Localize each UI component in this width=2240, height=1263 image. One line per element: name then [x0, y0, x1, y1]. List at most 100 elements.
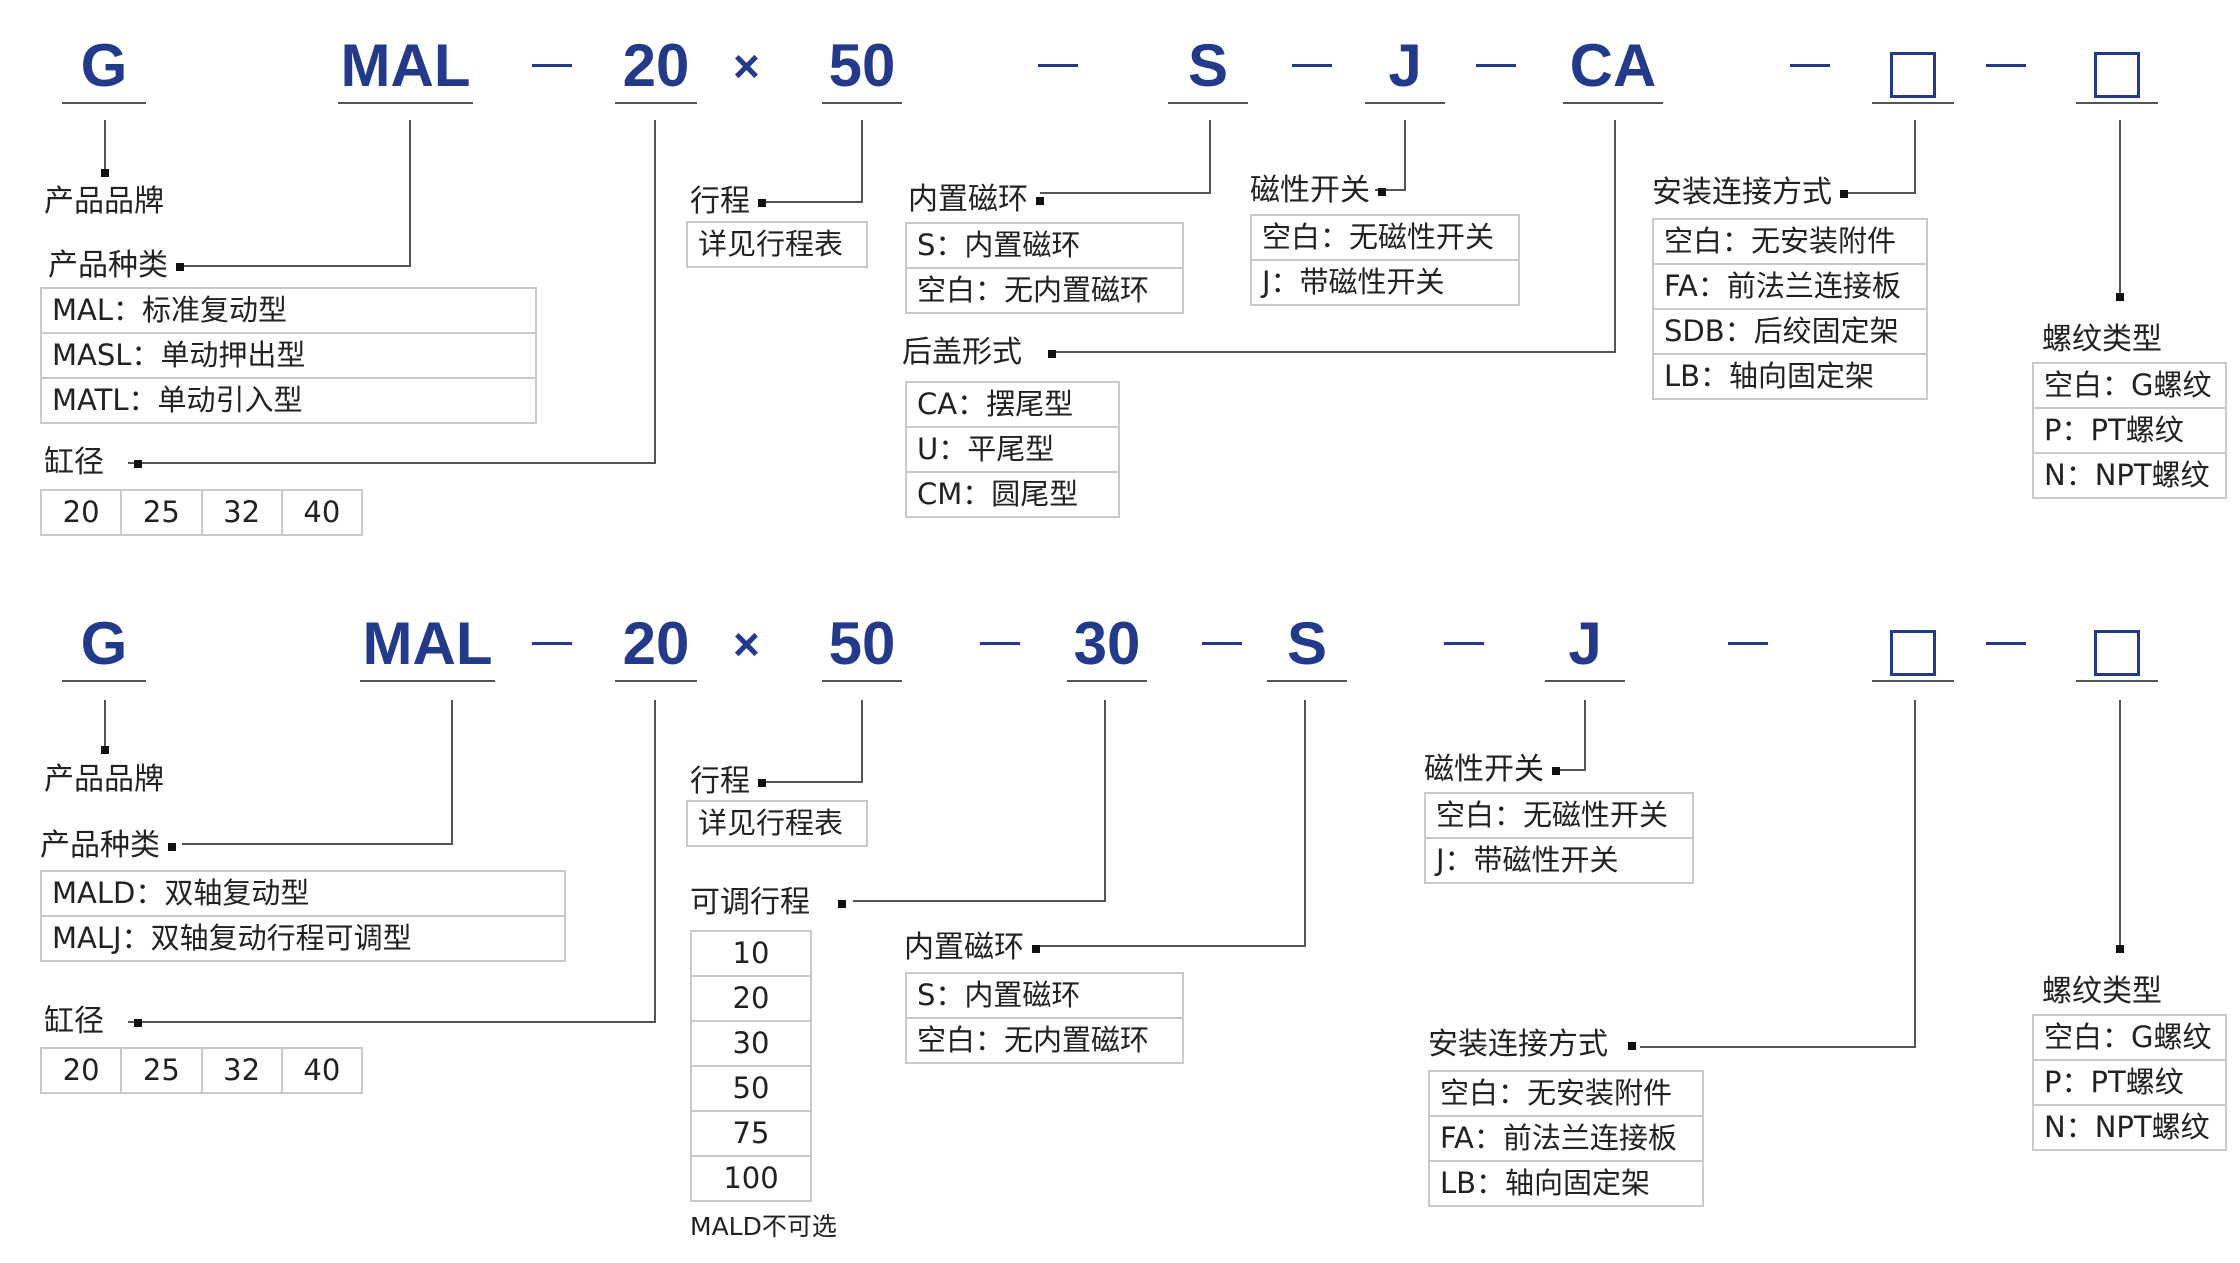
rear-row: CM：圆尾型 — [905, 471, 1120, 518]
mount-row: LB：轴向固定架 — [1428, 1160, 1704, 1207]
bore-value: 25 — [120, 489, 203, 536]
label-type: 产品种类 — [40, 826, 176, 866]
code-stroke: 50 — [822, 608, 902, 682]
label-switch: 磁性开关 — [1424, 750, 1560, 790]
code-dash — [1292, 64, 1332, 67]
code-thread-box — [2076, 30, 2158, 104]
thread-row: N：NPT螺纹 — [2032, 1104, 2227, 1151]
bore-value: 40 — [280, 1047, 364, 1094]
magnet-table: S：内置磁环 空白：无内置磁环 — [905, 972, 1184, 1064]
label-bore: 缸径 — [44, 1002, 142, 1042]
code-adjust: 30 — [1067, 608, 1147, 682]
adjust-value: 10 — [690, 930, 812, 977]
magnet-row: S：内置磁环 — [905, 222, 1184, 269]
code-series: MAL — [360, 608, 495, 682]
adjust-value: 50 — [690, 1065, 812, 1112]
adjust-value: 30 — [690, 1020, 812, 1067]
label-mount: 安装连接方式 — [1428, 1025, 1636, 1065]
label-stroke: 行程 — [690, 182, 766, 222]
bore-value: 32 — [200, 1047, 283, 1094]
code-dash — [980, 642, 1020, 645]
mount-row: 空白：无安装附件 — [1428, 1070, 1704, 1117]
code-rear: CA — [1563, 30, 1663, 104]
code-dash — [1038, 64, 1078, 67]
bore-value: 25 — [120, 1047, 203, 1094]
thread-row: 空白：G螺纹 — [2032, 1014, 2227, 1061]
mount-row: 空白：无安装附件 — [1652, 218, 1928, 265]
code-magnet: S — [1168, 30, 1248, 104]
mount-row: SDB：后绞固定架 — [1652, 308, 1928, 355]
stroke-row: 详见行程表 — [686, 221, 868, 268]
label-stroke: 行程 — [690, 762, 766, 802]
switch-row: J：带磁性开关 — [1424, 837, 1694, 884]
thread-row: 空白：G螺纹 — [2032, 362, 2227, 409]
thread-row: P：PT螺纹 — [2032, 407, 2227, 454]
mount-table: 空白：无安装附件 FA：前法兰连接板 LB：轴向固定架 — [1428, 1070, 1704, 1207]
code-stroke: 50 — [822, 30, 902, 104]
label-thread: 螺纹类型 — [2042, 322, 2162, 357]
type-row: MALJ：双轴复动行程可调型 — [40, 915, 566, 962]
code-times: × — [733, 40, 760, 92]
code-dash — [1202, 642, 1242, 645]
adjust-note: MALD不可选 — [690, 1212, 837, 1241]
stroke-table: 详见行程表 — [686, 221, 868, 268]
code-switch: J — [1545, 608, 1625, 682]
code-brand: G — [62, 30, 146, 104]
thread-row: N：NPT螺纹 — [2032, 452, 2227, 499]
code-brand: G — [62, 608, 146, 682]
code-dash — [1986, 642, 2026, 645]
mount-row: FA：前法兰连接板 — [1428, 1115, 1704, 1162]
magnet-row: 空白：无内置磁环 — [905, 1017, 1184, 1064]
code-bore: 20 — [615, 608, 697, 682]
adjust-value: 20 — [690, 975, 812, 1022]
bore-value: 32 — [200, 489, 283, 536]
type-row: MALD：双轴复动型 — [40, 870, 566, 917]
magnet-table: S：内置磁环 空白：无内置磁环 — [905, 222, 1184, 314]
code-dash — [532, 64, 572, 67]
switch-table: 空白：无磁性开关 J：带磁性开关 — [1424, 792, 1694, 884]
stroke-row: 详见行程表 — [686, 800, 868, 847]
bore-table: 20 25 32 40 — [39, 489, 364, 536]
label-brand: 产品品牌 — [44, 762, 164, 797]
mount-row: LB：轴向固定架 — [1652, 353, 1928, 400]
label-adjust: 可调行程 — [690, 883, 846, 923]
type-table: MAL：标准复动型 MASL：单动押出型 MATL：单动引入型 — [40, 287, 537, 424]
switch-row: 空白：无磁性开关 — [1250, 214, 1520, 261]
label-magnet: 内置磁环 — [904, 928, 1040, 968]
code-dash — [1728, 642, 1768, 645]
code-mount-box — [1872, 30, 1954, 104]
type-row: MATL：单动引入型 — [40, 377, 537, 424]
stroke-table: 详见行程表 — [686, 800, 868, 847]
label-thread: 螺纹类型 — [2042, 974, 2162, 1009]
switch-table: 空白：无磁性开关 J：带磁性开关 — [1250, 214, 1520, 306]
bore-value: 20 — [39, 1047, 123, 1094]
bore-table: 20 25 32 40 — [39, 1047, 364, 1094]
code-dash — [1476, 64, 1516, 67]
code-dash — [1444, 642, 1484, 645]
label-rear: 后盖形式 — [902, 333, 1056, 373]
switch-row: 空白：无磁性开关 — [1424, 792, 1694, 839]
code-thread-box — [2076, 608, 2158, 682]
code-bore: 20 — [615, 30, 697, 104]
code-series: MAL — [338, 30, 473, 104]
label-bore: 缸径 — [44, 443, 142, 483]
type-row: MAL：标准复动型 — [40, 287, 537, 334]
mount-table: 空白：无安装附件 FA：前法兰连接板 SDB：后绞固定架 LB：轴向固定架 — [1652, 218, 1928, 400]
code-times: × — [733, 618, 760, 670]
label-type: 产品种类 — [48, 246, 184, 286]
thread-table: 空白：G螺纹 P：PT螺纹 N：NPT螺纹 — [2032, 362, 2227, 499]
bore-value: 40 — [280, 489, 364, 536]
label-switch: 磁性开关 — [1250, 171, 1386, 211]
bore-value: 20 — [39, 489, 123, 536]
mount-row: FA：前法兰连接板 — [1652, 263, 1928, 310]
rear-table: CA：摆尾型 U：平尾型 CM：圆尾型 — [905, 381, 1120, 518]
label-mount: 安装连接方式 — [1652, 173, 1848, 213]
type-row: MASL：单动押出型 — [40, 332, 537, 379]
label-magnet: 内置磁环 — [908, 180, 1044, 220]
magnet-row: 空白：无内置磁环 — [905, 267, 1184, 314]
magnet-row: S：内置磁环 — [905, 972, 1184, 1019]
adjust-table: 10 20 30 50 75 100 — [690, 930, 812, 1202]
thread-table: 空白：G螺纹 P：PT螺纹 N：NPT螺纹 — [2032, 1014, 2227, 1151]
